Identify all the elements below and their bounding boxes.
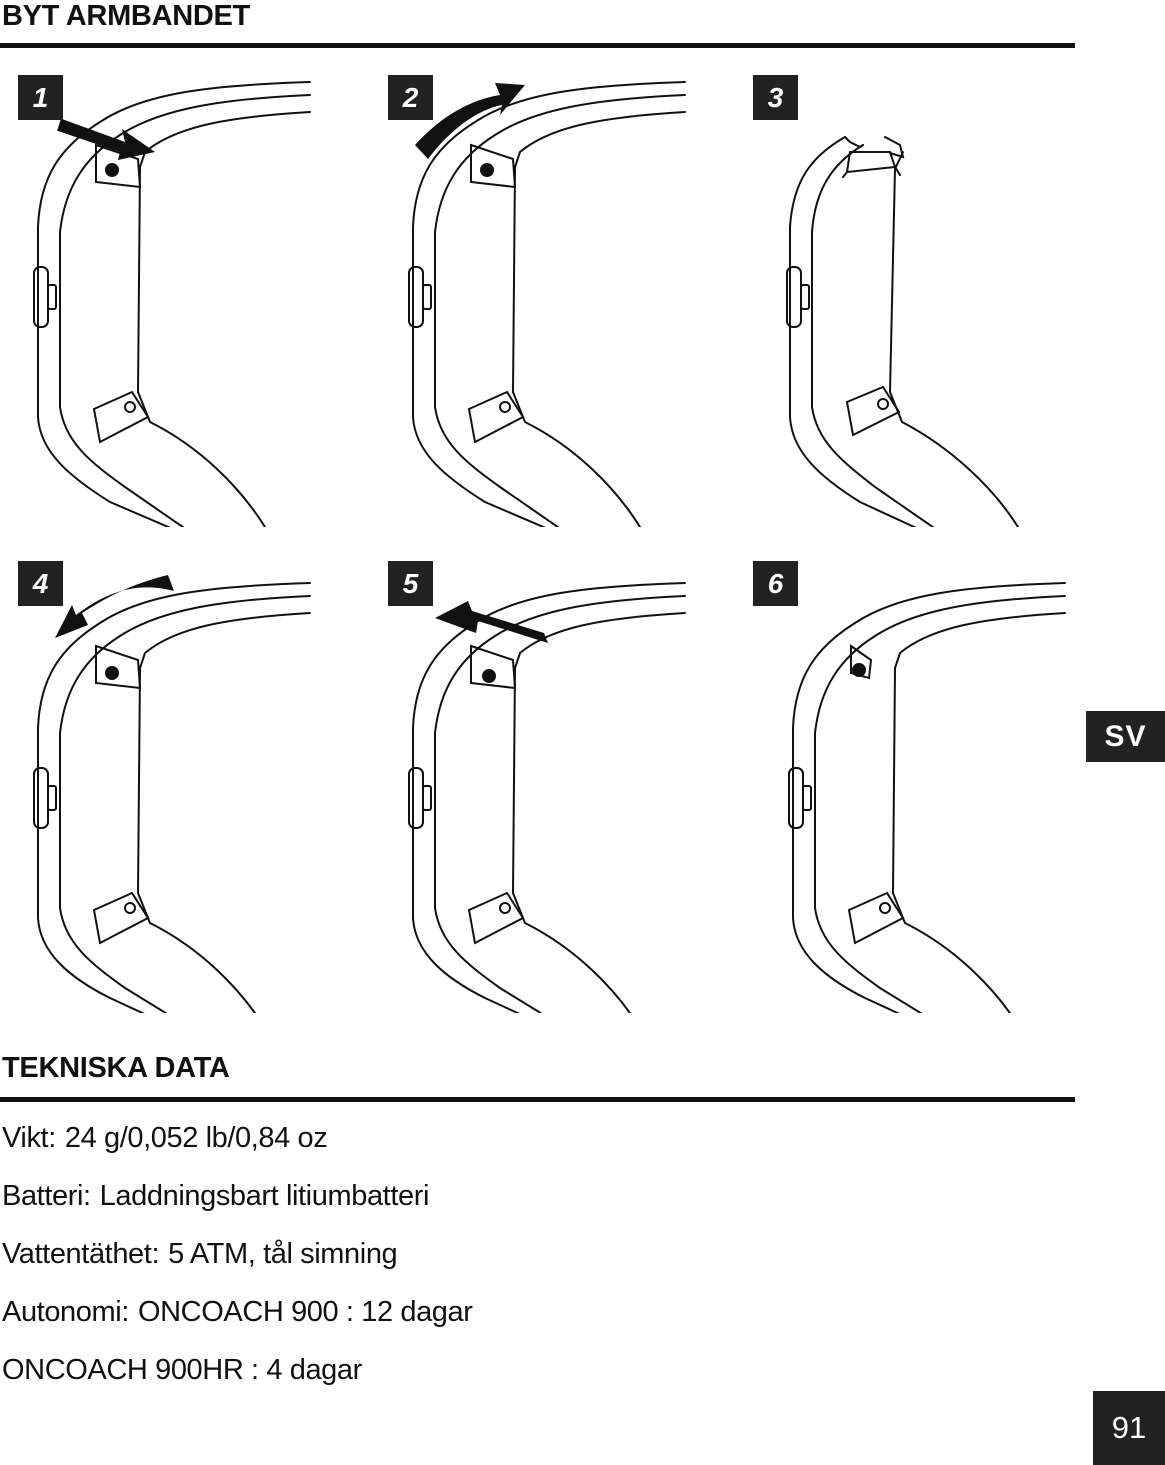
spec-value: 24 g/0,052 lb/0,84 oz	[64, 1122, 328, 1154]
step-2-illustration: 2	[370, 57, 710, 527]
spec-label: Vattentäthet:	[2, 1238, 160, 1270]
step-number-badge: 5	[388, 561, 433, 606]
step-number-badge: 2	[388, 75, 433, 120]
section-title-technical-data: TEKNISKA DATA	[2, 1052, 230, 1084]
spec-value: 5 ATM, tål simning	[168, 1238, 398, 1270]
step-number-badge: 4	[18, 561, 63, 606]
step-number-badge: 3	[753, 75, 798, 120]
spec-label: Autonomi:	[2, 1296, 129, 1328]
step-1-illustration: 1	[0, 57, 340, 527]
spec-label: Vikt:	[2, 1122, 56, 1154]
language-tab: SV	[1086, 711, 1165, 762]
section-title-replace-strap: BYT ARMBANDET	[2, 0, 250, 32]
curved-arrow-icon	[415, 83, 525, 159]
step-number-badge: 6	[753, 561, 798, 606]
watch-band-outline	[408, 81, 686, 527]
step-3-illustration: 3	[735, 57, 1075, 527]
push-arrow-icon	[435, 601, 548, 643]
section-divider	[0, 1097, 1075, 1102]
watch-band-outline	[408, 582, 686, 1013]
step-4-illustration: 4	[0, 543, 340, 1013]
curved-arrow-icon	[55, 575, 174, 638]
watch-band-outline	[788, 582, 1066, 1013]
spec-water-resistance: Vattentäthet:5 ATM, tål simning	[2, 1238, 398, 1270]
strap-pin	[105, 163, 119, 177]
step-number-badge: 1	[18, 75, 63, 120]
spec-value: ONCOACH 900HR : 4 dagar	[2, 1354, 362, 1386]
watch-band-outline	[33, 582, 311, 1013]
spec-label: Batteri:	[2, 1180, 91, 1212]
step-6-illustration: 6	[735, 543, 1075, 1013]
spec-weight: Vikt:24 g/0,052 lb/0,84 oz	[2, 1122, 328, 1154]
step-5-illustration: 5	[370, 543, 710, 1013]
spec-autonomy-hr: ONCOACH 900HR : 4 dagar	[2, 1356, 362, 1385]
watch-band-outline	[33, 81, 311, 527]
spec-value: Laddningsbart litiumbatteri	[99, 1180, 430, 1212]
page-number: 91	[1093, 1391, 1165, 1465]
watch-band-outline	[786, 136, 1019, 527]
spec-battery: Batteri:Laddningsbart litiumbatteri	[2, 1182, 429, 1211]
spec-autonomy: Autonomi:ONCOACH 900 : 12 dagar	[2, 1298, 473, 1327]
spec-value: ONCOACH 900 : 12 dagar	[137, 1296, 473, 1328]
push-arrow-icon	[58, 119, 155, 160]
section-divider	[0, 43, 1075, 48]
